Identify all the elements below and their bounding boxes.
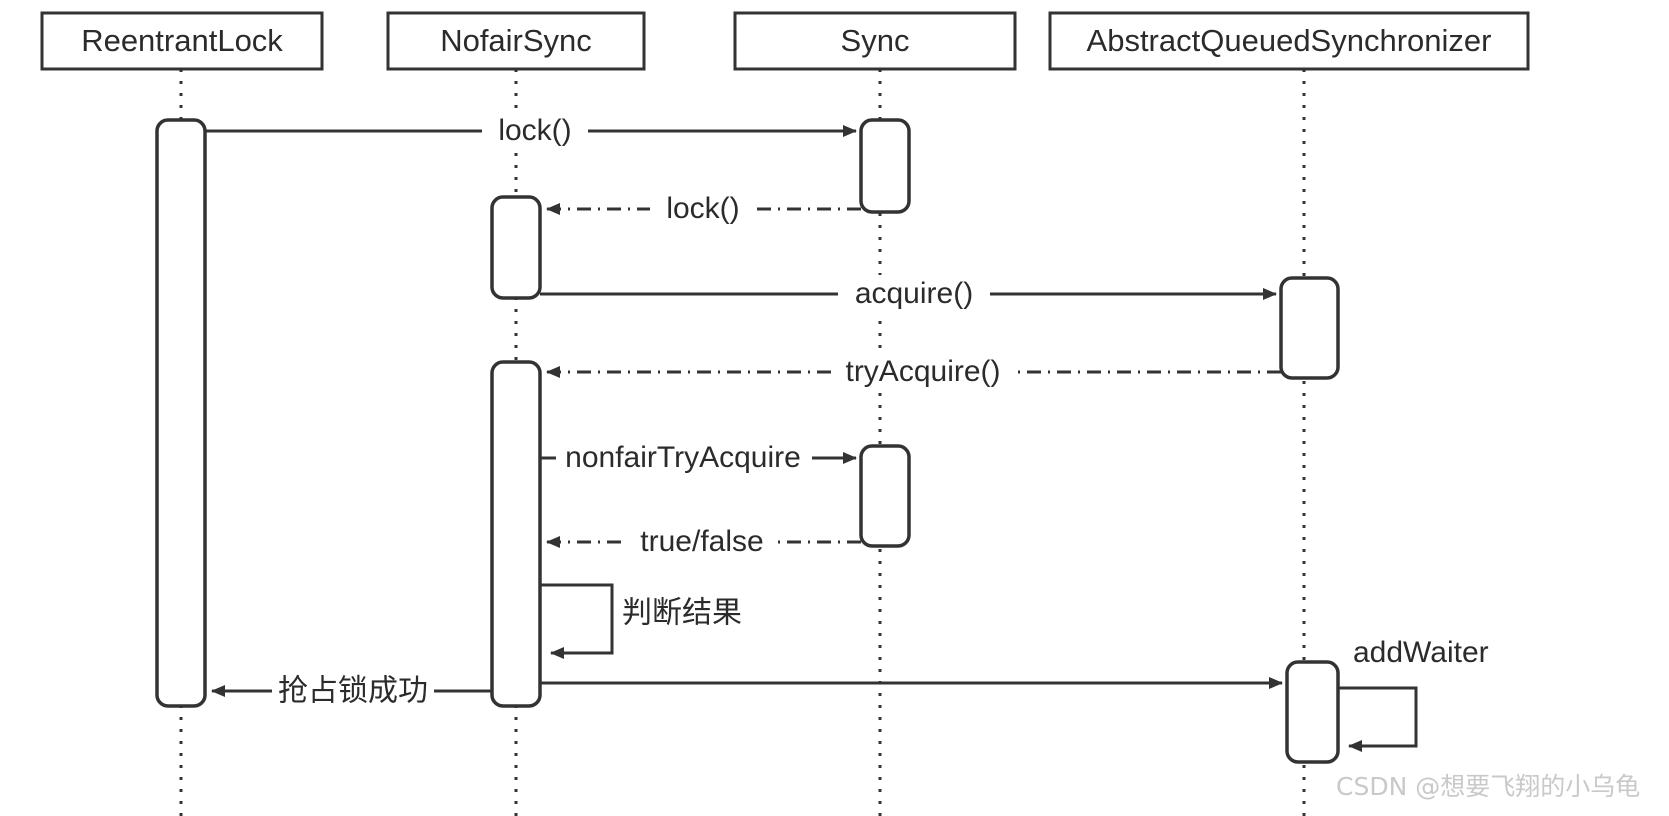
participant-sync[interactable]: Sync (733, 11, 1017, 816)
message-nonfairtryacquire-nofairsync-to-sync[interactable]: nonfairTryAcquire (540, 439, 857, 477)
message-label-backdrop (482, 112, 588, 150)
message-label-backdrop (272, 672, 434, 710)
message-tryacquire-aqs-to-nofairsync[interactable]: tryAcquire() (546, 353, 1281, 391)
participant-label-nofairsync: NofairSync (440, 23, 592, 58)
message-label-truefalse: true/false (640, 525, 763, 558)
message-truefalse-sync-to-nofairsync[interactable]: true/false (546, 523, 861, 561)
activation-reentrantlock (155, 118, 207, 708)
message-lock-acquired-nofairsync-to-reentrantlock[interactable]: 抢占锁成功 (211, 672, 492, 710)
self-message-path (1338, 686, 1418, 752)
self-message-label-addwaiter: addWaiter (1353, 636, 1489, 669)
activation-sync-lock (859, 118, 911, 214)
message-label-backdrop (838, 275, 990, 313)
participant-aqs[interactable]: AbstractQueuedSynchronizer (1048, 11, 1530, 816)
message-label-backdrop (626, 523, 778, 561)
participant-box-sync (733, 11, 1017, 71)
self-message-label-panduan-jieguo: 判断结果 (622, 596, 742, 631)
participant-box-abstractqueuedsynchronizer (1048, 11, 1530, 71)
message-label-backdrop (650, 190, 756, 228)
message-label-lock-2: lock() (666, 192, 739, 225)
message-label-lock-acquired: 抢占锁成功 (278, 674, 428, 709)
message-lock-reentrantlock-to-sync[interactable]: lock() (205, 112, 857, 150)
participant-label-reentrantlock: ReentrantLock (81, 23, 283, 58)
activation-nofairsync-lock (490, 195, 542, 300)
self-message-path (540, 583, 614, 659)
message-label-acquire: acquire() (855, 277, 973, 310)
message-acquire-nofairsync-to-aqs[interactable]: acquire() (540, 275, 1277, 313)
participant-label-sync: Sync (841, 23, 910, 58)
activation-nofairsync-tryacquire (490, 360, 542, 708)
message-label-backdrop (832, 353, 1016, 391)
participant-box-nofairsync (386, 11, 646, 71)
message-label-backdrop (556, 439, 812, 477)
self-message-addwaiter[interactable]: addWaiter (1338, 636, 1489, 752)
message-label-nonfairtryacquire: nonfairTryAcquire (565, 441, 801, 474)
participant-label-abstractqueuedsynchronizer: AbstractQueuedSynchronizer (1087, 23, 1492, 58)
message-lock-sync-to-nofairsync[interactable]: lock() (546, 190, 861, 228)
participant-reentrantlock[interactable]: ReentrantLock (40, 11, 324, 816)
participant-box-reentrantlock (40, 11, 324, 71)
activation-aqs-addwaiter (1285, 660, 1340, 764)
message-label-lock-1: lock() (498, 114, 571, 147)
participant-nofairsync[interactable]: NofairSync (386, 11, 646, 816)
message-label-tryacquire: tryAcquire() (845, 355, 1000, 388)
self-message-panduan-jieguo[interactable]: 判断结果 (540, 583, 742, 659)
activation-aqs-acquire (1279, 276, 1340, 380)
activation-sync-nonfairtryacquire (859, 444, 911, 548)
